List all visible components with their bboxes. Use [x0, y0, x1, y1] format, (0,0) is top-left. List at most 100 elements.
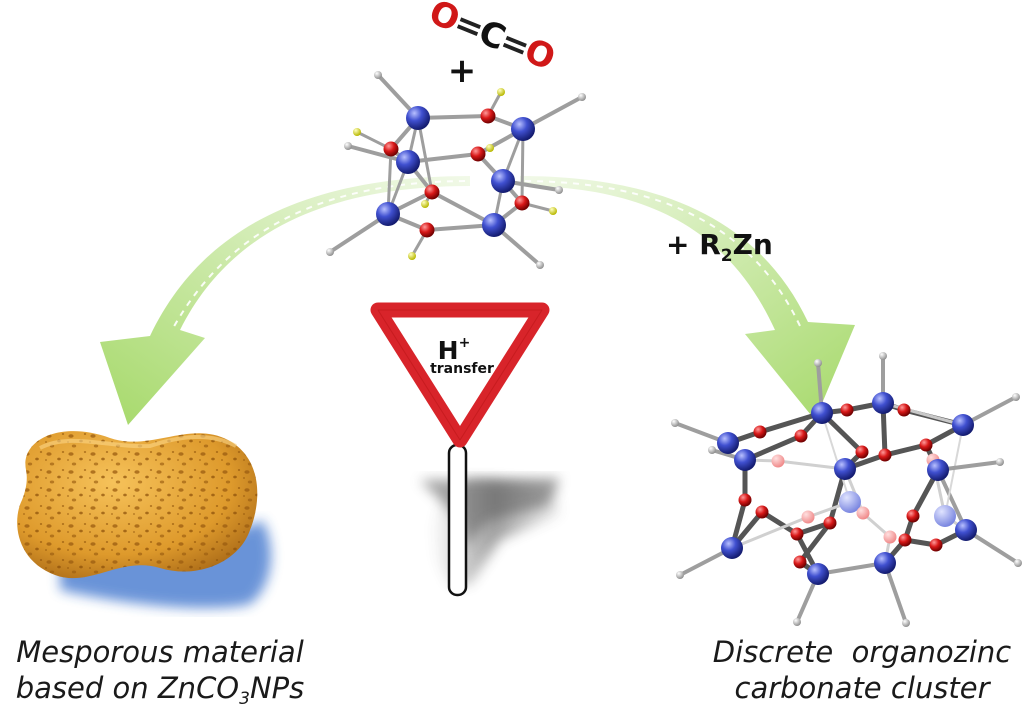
zinc-atom [952, 414, 974, 436]
sign-transfer: transfer [430, 361, 494, 377]
oxygen-atom [878, 448, 892, 462]
carbon-atom [671, 419, 679, 427]
reactant-plus: + [448, 51, 477, 91]
left-caption-line1: Mesporous material [16, 635, 304, 669]
carbon-atom [374, 71, 382, 79]
right-caption-line2: carbonate cluster [734, 671, 990, 705]
oxygen-atom [898, 533, 912, 547]
left-reaction-arrow [100, 176, 470, 425]
atoms [671, 352, 1022, 627]
oxygen-atom [855, 445, 869, 459]
carbon-atom [555, 186, 563, 194]
carbon-atom [676, 571, 684, 579]
svg-text:O=C=O: O=C=O [423, 0, 559, 78]
oxygen-atom [383, 141, 399, 157]
zinc-atom [491, 169, 515, 193]
zinc-atom [872, 392, 894, 414]
zinc-atom [807, 563, 829, 585]
zinc-atom [839, 491, 861, 513]
bond [776, 459, 847, 471]
bond [881, 401, 965, 427]
zinc-atom [927, 459, 949, 481]
bond [936, 468, 968, 532]
zinc-atom [396, 150, 420, 174]
left-caption-line2: based on ZnCO3NPs [15, 671, 305, 709]
carbon-atom [536, 261, 544, 269]
sponge-image [17, 431, 272, 609]
oxygen-atom [514, 195, 530, 211]
oxygen-atom [883, 530, 897, 544]
carbon-atom [902, 619, 910, 627]
carbon-atom [344, 142, 352, 150]
oxygen-atom [424, 184, 440, 200]
zinc-atom [934, 505, 956, 527]
carbon-atom [996, 458, 1004, 466]
carbonate-cluster [671, 352, 1022, 627]
carbon-atom [879, 352, 887, 360]
oxygen-atom [790, 527, 804, 541]
bond [797, 520, 833, 565]
bond [759, 509, 800, 537]
hydrogen-atom [408, 252, 416, 260]
carbon-atom [578, 93, 586, 101]
zinc-hydroxide-cube [326, 71, 586, 269]
oxygen-atom [840, 403, 854, 417]
zinc-atom [834, 458, 856, 480]
bond [416, 116, 434, 194]
oxygen-atom [794, 429, 808, 443]
zinc-atom [955, 519, 977, 541]
zinc-atom [734, 449, 756, 471]
oxygen-atom [823, 516, 837, 530]
hydrogen-atom [497, 88, 505, 96]
right-reaction-arrow [520, 176, 855, 420]
bond [520, 127, 525, 205]
hydrogen-atom [421, 200, 429, 208]
oxygen-atom [906, 509, 920, 523]
carbon-atom [793, 618, 801, 626]
reagent-label: + R2Zn [666, 228, 773, 266]
bond [821, 412, 851, 503]
bond [816, 561, 887, 576]
sign-h-plus: H+ [438, 335, 471, 365]
oxygen-atom [929, 538, 943, 552]
zinc-atom [406, 106, 430, 130]
oxygen-atom [480, 108, 496, 124]
bond [882, 442, 929, 458]
oxygen-atom [801, 510, 815, 524]
right-caption-line1: Discrete organozinc [712, 635, 1012, 669]
carbon-atom [326, 248, 334, 256]
co2-molecule: O=C=O [423, 0, 559, 78]
zinc-atom [717, 432, 739, 454]
bond [730, 515, 810, 550]
carbon-atom [1014, 559, 1022, 567]
oxygen-atom [755, 505, 769, 519]
oxygen-atom [419, 222, 435, 238]
zinc-atom [376, 202, 400, 226]
zinc-atom [811, 402, 833, 424]
oxygen-atom [919, 438, 933, 452]
right-caption: Discrete organozinc carbonate cluster [700, 634, 1024, 706]
oxygen-atom [897, 403, 911, 417]
oxygen-atom [738, 493, 752, 507]
bond [944, 424, 964, 517]
bonds [673, 354, 1020, 625]
oxygen-atom [771, 454, 785, 468]
zinc-atom [511, 117, 535, 141]
carbon-atom [708, 446, 716, 454]
bonds [328, 73, 584, 267]
atoms [326, 71, 586, 269]
oxygen-atom [793, 555, 807, 569]
zinc-atom [482, 213, 506, 237]
left-caption: Mesporous material based on ZnCO3NPs [0, 634, 320, 717]
oxygen-atom [856, 506, 870, 520]
zinc-atom [874, 552, 896, 574]
hydrogen-atom [486, 144, 494, 152]
carbon-atom [814, 359, 822, 367]
yield-sign: H+ transfer [370, 302, 560, 597]
zinc-atom [721, 537, 743, 559]
oxygen-atom [470, 146, 486, 162]
carbon-atom [1012, 393, 1020, 401]
hydrogen-atom [549, 207, 557, 215]
hydrogen-atom [353, 128, 361, 136]
